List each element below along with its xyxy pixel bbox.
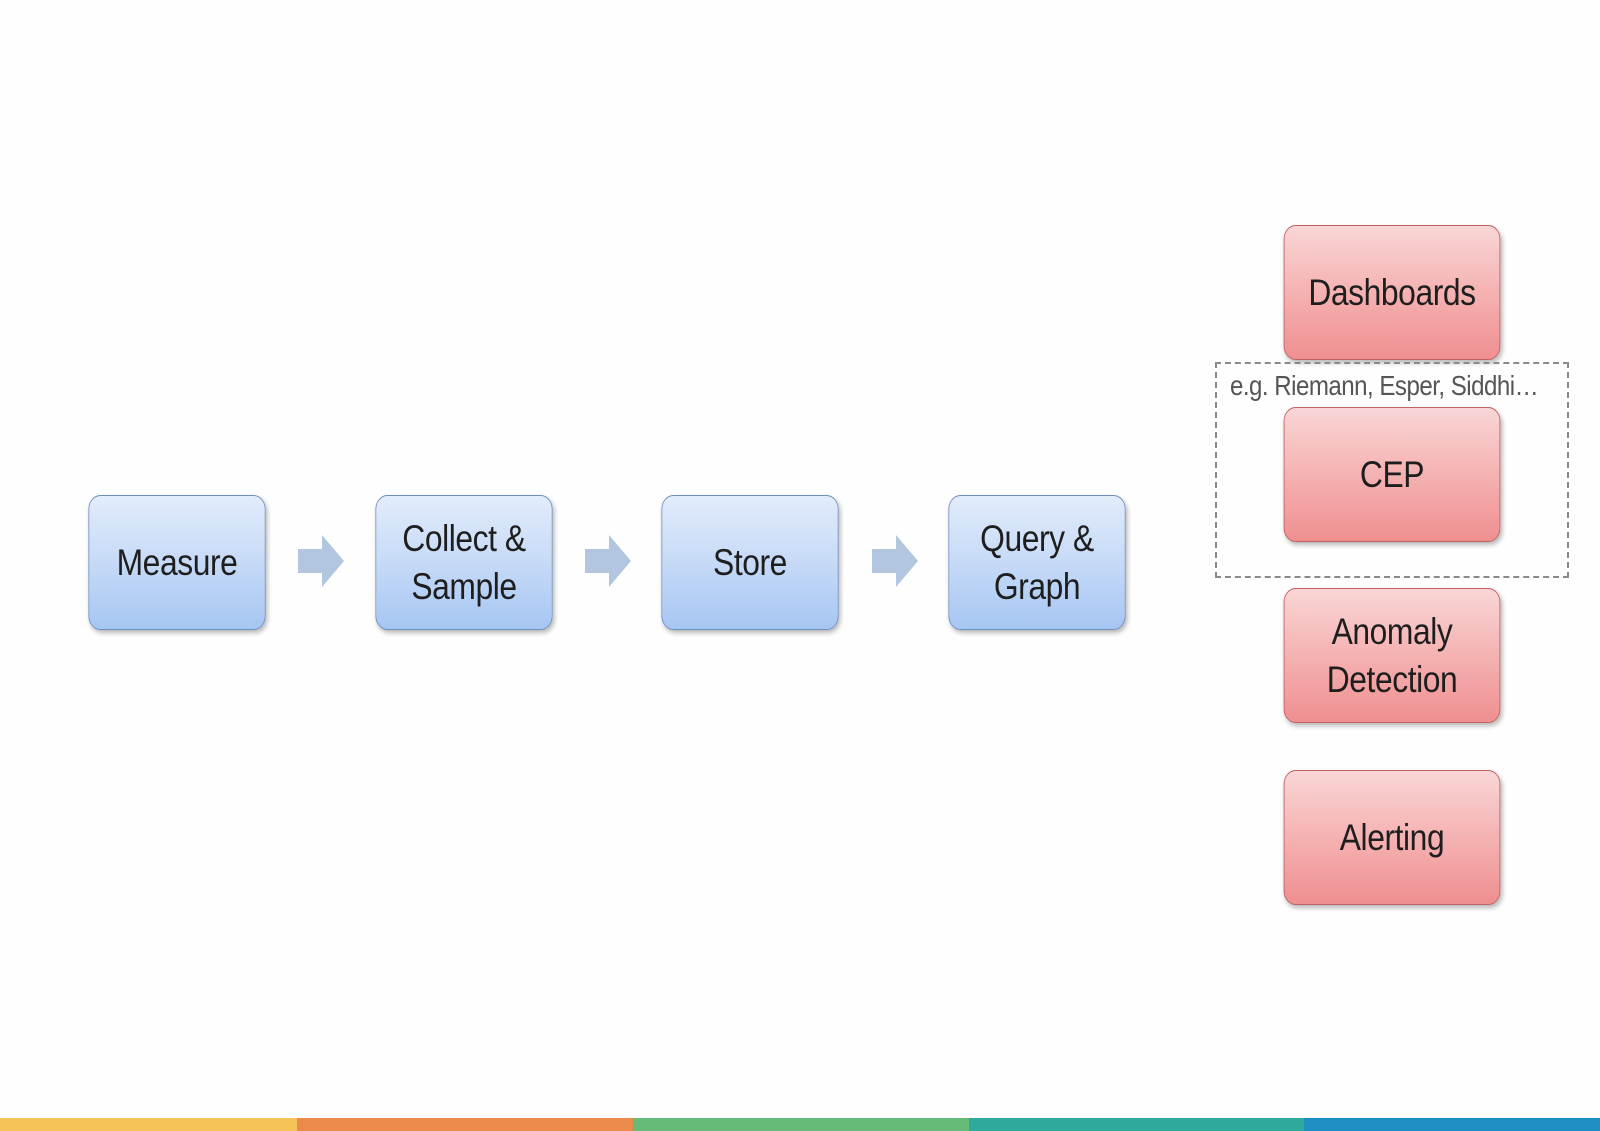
arrow-right-icon — [298, 535, 344, 587]
measure-box: Measure — [88, 495, 266, 630]
dashboards-label: Dashboards — [1308, 271, 1476, 313]
cep-dashed-group — [1215, 362, 1569, 578]
arrow-right-icon — [585, 535, 631, 587]
query-graph-box: Query & Graph — [948, 495, 1126, 630]
color-bar-segment-yellow — [0, 1118, 297, 1131]
alerting-box: Alerting — [1283, 770, 1501, 905]
store-label: Store — [713, 541, 787, 583]
color-bar-segment-green — [633, 1118, 969, 1131]
cep-examples-caption: e.g. Riemann, Esper, Siddhi… — [1230, 370, 1539, 401]
color-bar-segment-orange — [297, 1118, 633, 1131]
collect-sample-label: Collect & Sample — [402, 517, 526, 607]
footer-color-bar — [0, 1118, 1600, 1131]
dashboards-box: Dashboards — [1283, 225, 1501, 360]
store-box: Store — [661, 495, 839, 630]
alerting-label: Alerting — [1339, 816, 1445, 858]
query-graph-label: Query & Graph — [980, 517, 1094, 607]
cep-label: CEP — [1359, 453, 1425, 495]
anomaly-detection-box: Anomaly Detection — [1283, 588, 1501, 723]
color-bar-segment-blue — [1304, 1118, 1600, 1131]
color-bar-segment-teal — [969, 1118, 1304, 1131]
cep-box: CEP — [1283, 407, 1501, 542]
collect-sample-box: Collect & Sample — [375, 495, 553, 630]
measure-label: Measure — [116, 541, 238, 583]
anomaly-detection-label: Anomaly Detection — [1326, 610, 1458, 700]
arrow-right-icon — [872, 535, 918, 587]
